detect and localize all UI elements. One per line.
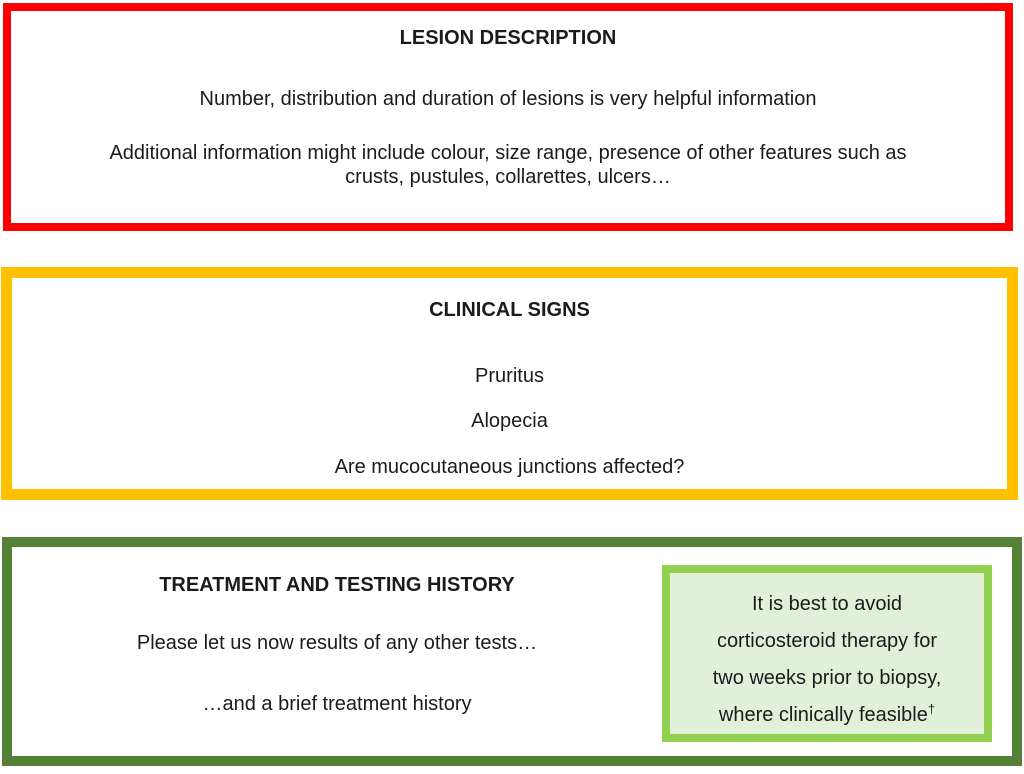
callout-line: two weeks prior to biopsy, (712, 667, 942, 689)
clinical-signs-panel: CLINICAL SIGNS Pruritus Alopecia Are muc… (1, 267, 1018, 500)
lesion-description-line-2: Additional information might include col… (109, 142, 907, 164)
callout-line-with-footnote: where clinically feasible† (670, 697, 984, 734)
lesion-description-line-1: Number, distribution and duration of les… (199, 88, 817, 110)
lesion-description-paragraph-2: Additional information might include col… (11, 141, 1005, 189)
lesion-description-line-3: crusts, pustules, collarettes, ulcers… (345, 166, 671, 188)
treatment-history-line-1: Please let us now results of any other t… (136, 632, 538, 654)
treatment-testing-history-panel: TREATMENT AND TESTING HISTORY Please let… (2, 537, 1022, 766)
clinical-sign-item: Pruritus (475, 365, 544, 387)
treatment-history-column: TREATMENT AND TESTING HISTORY Please let… (12, 547, 662, 716)
corticosteroid-callout-box: It is best to avoid corticosteroid thera… (662, 565, 992, 742)
treatment-testing-history-title: TREATMENT AND TESTING HISTORY (159, 574, 515, 596)
clinical-sign-item: Alopecia (471, 410, 548, 432)
callout-line: where clinically feasible (718, 704, 928, 726)
clinical-sign-item: Are mucocutaneous junctions affected? (334, 456, 685, 478)
lesion-description-title: LESION DESCRIPTION (399, 27, 617, 49)
treatment-history-line-2: …and a brief treatment history (202, 693, 472, 715)
dagger-footnote-marker: † (927, 701, 936, 717)
lesion-description-panel: LESION DESCRIPTION Number, distribution … (3, 3, 1013, 231)
clinical-signs-title: CLINICAL SIGNS (429, 299, 590, 321)
callout-line: It is best to avoid (751, 593, 903, 615)
callout-line: corticosteroid therapy for (716, 630, 938, 652)
